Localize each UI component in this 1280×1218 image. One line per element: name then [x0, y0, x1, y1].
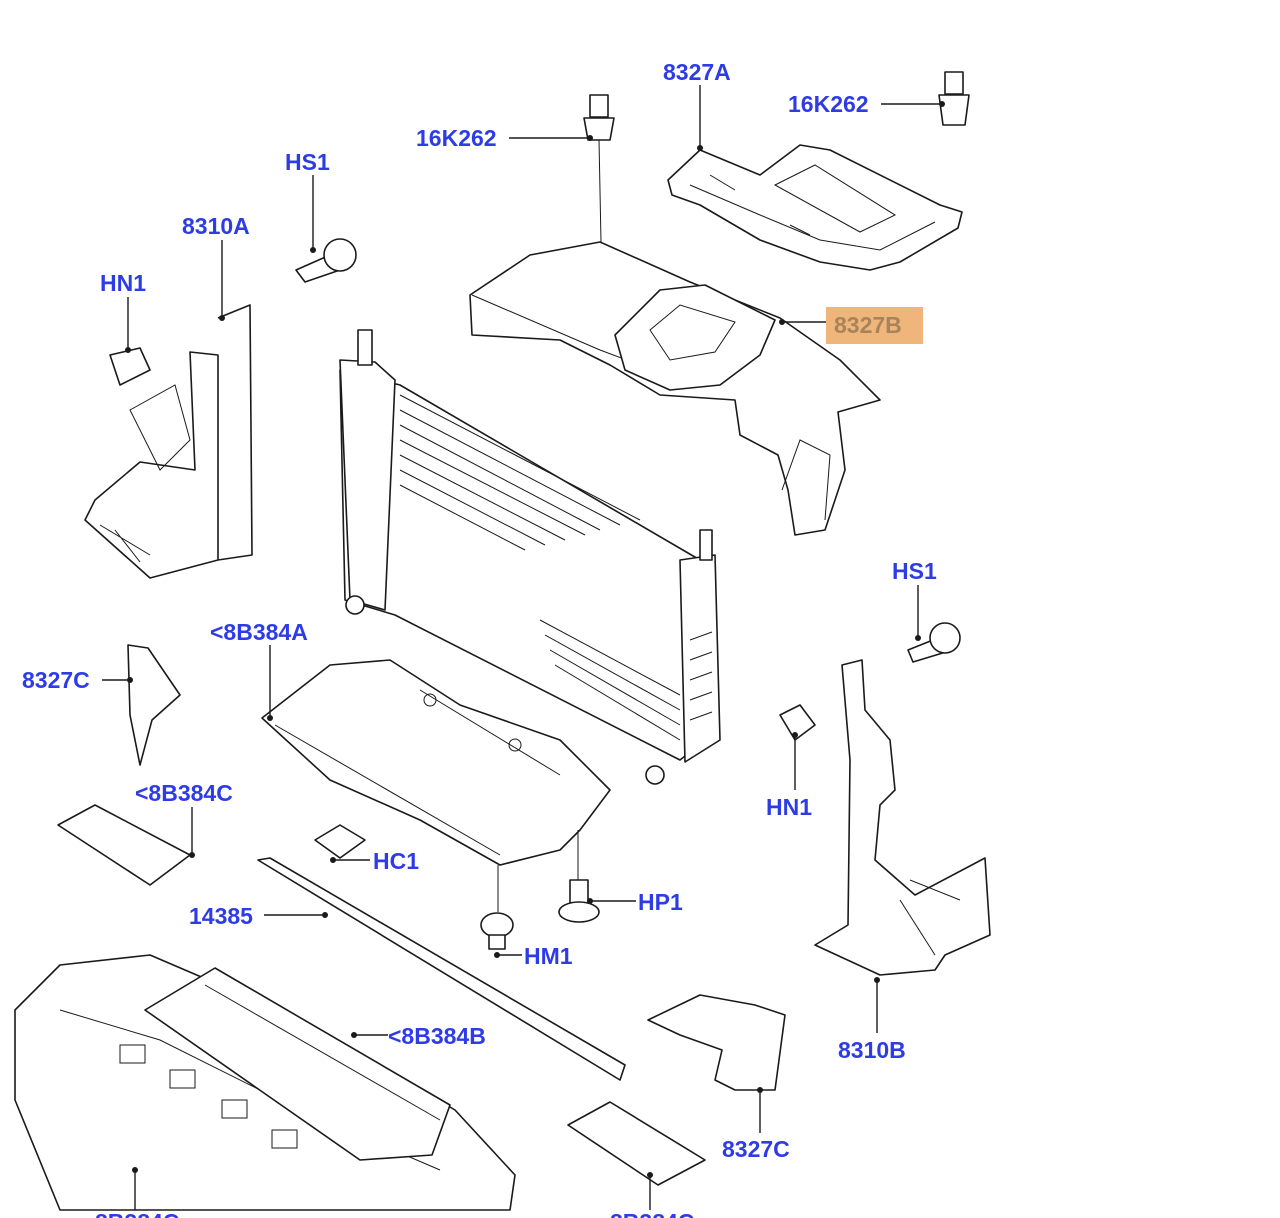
part-8B384B-plate [144, 967, 451, 1161]
callout-cut-right[interactable]: 8B384C [610, 1209, 694, 1218]
callout-8327C-right[interactable]: 8327C [722, 1136, 790, 1162]
callout-HP1[interactable]: HP1 [638, 889, 683, 915]
part-HM1 [480, 865, 514, 950]
part-HN1-left [109, 347, 151, 386]
callout-16K262-right[interactable]: 16K262 [788, 91, 869, 117]
callout-HN1-right[interactable]: HN1 [766, 794, 812, 820]
part-HP1-pin [558, 830, 600, 923]
callout-HN1-left[interactable]: HN1 [100, 270, 146, 296]
callout-HM1[interactable]: HM1 [524, 943, 573, 969]
callout-8310A[interactable]: 8310A [182, 213, 250, 239]
callout-8327C-left[interactable]: 8327C [22, 667, 90, 693]
radiator-fins [399, 394, 681, 741]
callout-8327A[interactable]: 8327A [663, 59, 731, 85]
part-8327C-right [647, 994, 786, 1091]
part-8327A-plate [667, 144, 963, 271]
callout-8327B[interactable]: 8327B [834, 312, 902, 338]
part-radiator [339, 329, 721, 785]
callout-HC1[interactable]: HC1 [373, 848, 419, 874]
part-HN1-right [779, 704, 816, 741]
part-8310B-deflector [814, 659, 991, 976]
callout-8B384B[interactable]: <8B384B [388, 1023, 486, 1049]
part-16K262-center [583, 94, 615, 243]
callout-14385[interactable]: 14385 [189, 903, 253, 929]
callout-HS1-left[interactable]: HS1 [285, 149, 330, 175]
callout-cut-left[interactable]: 8B384C [95, 1209, 179, 1218]
highlight-box-8327B [826, 307, 923, 344]
part-8327C-left [127, 644, 181, 766]
part-8B384C-left [57, 804, 191, 886]
part-14385-strip [257, 857, 626, 1081]
part-8B384C-right [567, 1101, 706, 1186]
callout-8310B[interactable]: 8310B [838, 1037, 906, 1063]
callout-16K262-center[interactable]: 16K262 [416, 125, 497, 151]
part-HS1-left [295, 238, 357, 283]
callout-8B384A[interactable]: <8B384A [210, 619, 308, 645]
part-16K262-right [938, 71, 970, 126]
leader-lines [102, 85, 945, 1210]
part-8B384A-plate [261, 659, 611, 866]
part-HC1-clip [314, 824, 366, 859]
part-8310A-deflector [84, 304, 253, 579]
callout-HS1-right[interactable]: HS1 [892, 558, 937, 584]
part-HS1-right [907, 622, 961, 663]
part-8327B-shroud [469, 241, 881, 536]
callout-8B384C-left[interactable]: <8B384C [135, 780, 233, 806]
